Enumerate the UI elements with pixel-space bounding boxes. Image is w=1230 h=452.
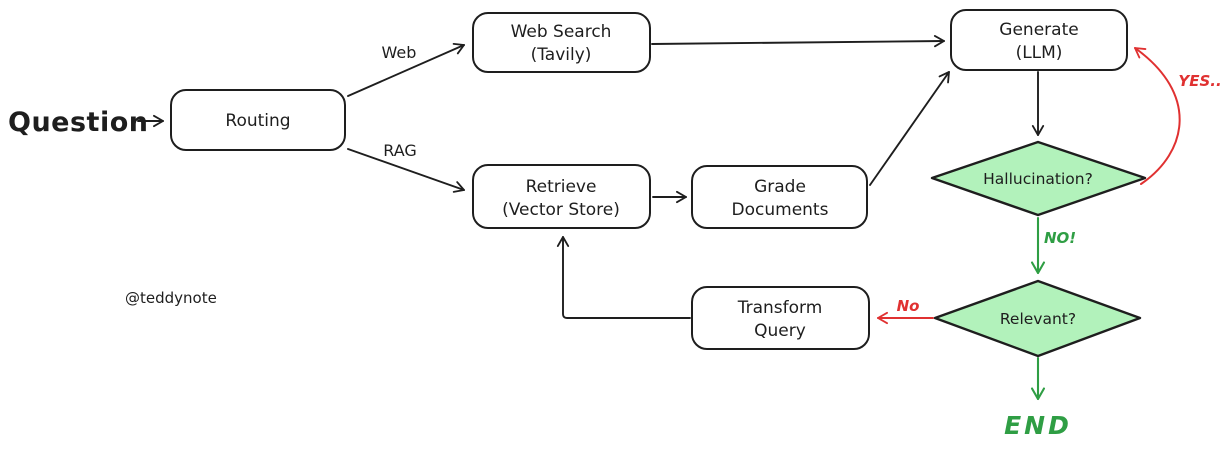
node-transform-query: Transform Query [691,286,870,350]
node-routing: Routing [170,89,346,151]
watermark: @teddynote [125,289,217,307]
web-search-label-line1: Web Search [511,22,612,42]
generate-label-line2: (LLM) [1016,43,1063,63]
retrieve-label-line2: (Vector Store) [502,200,620,220]
generate-label-line1: Generate [999,20,1078,40]
grade-documents-label-line1: Grade [754,177,806,197]
node-grade-documents: Grade Documents [691,165,868,229]
relevant-diamond [933,279,1142,358]
routing-box [170,89,346,151]
retrieve-label-line1: Retrieve [526,177,597,197]
edge-label-no-hallucination: NO! [1044,229,1076,247]
end-label: END [1004,411,1072,440]
generate-box [950,9,1128,71]
node-web-search: Web Search (Tavily) [472,12,651,73]
edge-grade-generate [869,71,950,186]
edges [137,34,1181,401]
node-hallucination-check: Hallucination? [930,140,1147,217]
routing-label: Routing [225,111,290,131]
node-retrieve: Retrieve (Vector Store) [472,164,651,229]
transform-query-box [691,286,870,350]
transform-query-label-line2: Query [754,321,806,341]
grade-documents-label-line2: Documents [732,200,829,220]
retrieve-box [472,164,651,229]
edge-routing-retrieve [347,148,465,193]
edge-websearch-generate [651,34,945,48]
web-search-box [472,12,651,73]
question-label: Question [8,107,149,138]
hallucination-label: Hallucination? [983,170,1093,188]
edge-label-no-relevant: No [897,297,920,315]
edge-routing-websearch [347,42,465,97]
edge-hallucination-generate-yes [1134,47,1181,185]
transform-query-label-line1: Transform [737,298,823,318]
edge-transform-retrieve [556,236,691,319]
node-generate: Generate (LLM) [950,9,1128,71]
edge-label-rag: RAG [383,141,417,160]
node-relevant-check: Relevant? [933,279,1142,358]
grade-documents-box [691,165,868,229]
web-search-label-line2: (Tavily) [531,45,592,65]
relevant-label: Relevant? [1000,310,1076,328]
hallucination-diamond [930,140,1147,217]
edge-label-yes: YES.. [1178,72,1221,90]
edge-label-web: Web [382,43,417,62]
